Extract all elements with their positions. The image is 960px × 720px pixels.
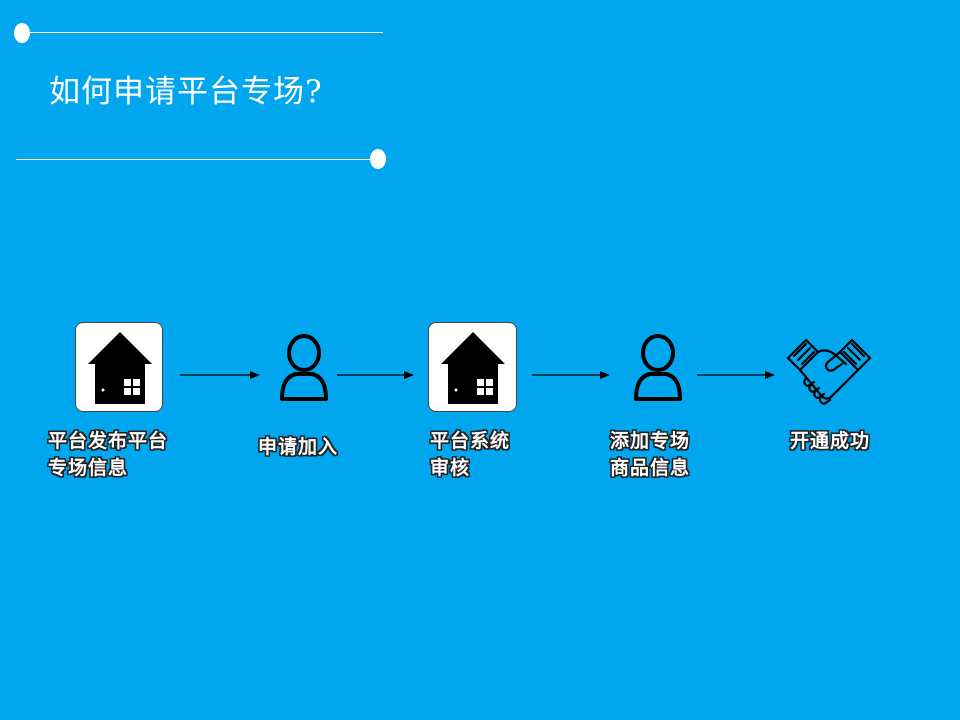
arrow-3 bbox=[532, 371, 610, 379]
top-divider-line bbox=[26, 32, 383, 33]
handshake-icon bbox=[786, 338, 872, 406]
step-1-icon-box bbox=[75, 322, 163, 412]
step-2-label: 申请加入 bbox=[258, 434, 338, 461]
step-3-label-line-2: 审核 bbox=[430, 457, 471, 479]
arrow-4 bbox=[697, 371, 775, 379]
person-icon bbox=[634, 334, 682, 401]
step-1-label: 平台发布平台 专场信息 bbox=[48, 428, 168, 482]
bottom-line-dot bbox=[370, 149, 386, 169]
page-title: 如何申请平台专场? bbox=[49, 74, 323, 110]
step-5-label: 开通成功 bbox=[790, 428, 870, 455]
step-1-label-line-1: 平台发布平台 bbox=[48, 430, 169, 452]
step-4-label-line-1: 添加专场 bbox=[610, 430, 691, 452]
step-2-label-line-1: 申请加入 bbox=[258, 436, 339, 458]
top-line-dot bbox=[14, 23, 30, 43]
step-4-label-line-2: 商品信息 bbox=[610, 457, 691, 479]
step-3-label: 平台系统 审核 bbox=[430, 428, 510, 482]
step-1-label-line-2: 专场信息 bbox=[48, 457, 129, 479]
person-icon bbox=[280, 334, 328, 401]
house-icon bbox=[88, 332, 152, 404]
arrow-1 bbox=[180, 371, 260, 379]
step-3-label-line-1: 平台系统 bbox=[430, 430, 511, 452]
step-5-label-line-1: 开通成功 bbox=[790, 430, 871, 452]
step-3-icon-box bbox=[428, 322, 517, 412]
bottom-divider-line bbox=[16, 159, 376, 160]
step-4-label: 添加专场 商品信息 bbox=[610, 428, 690, 482]
arrow-2 bbox=[337, 371, 414, 379]
house-icon bbox=[441, 332, 505, 404]
